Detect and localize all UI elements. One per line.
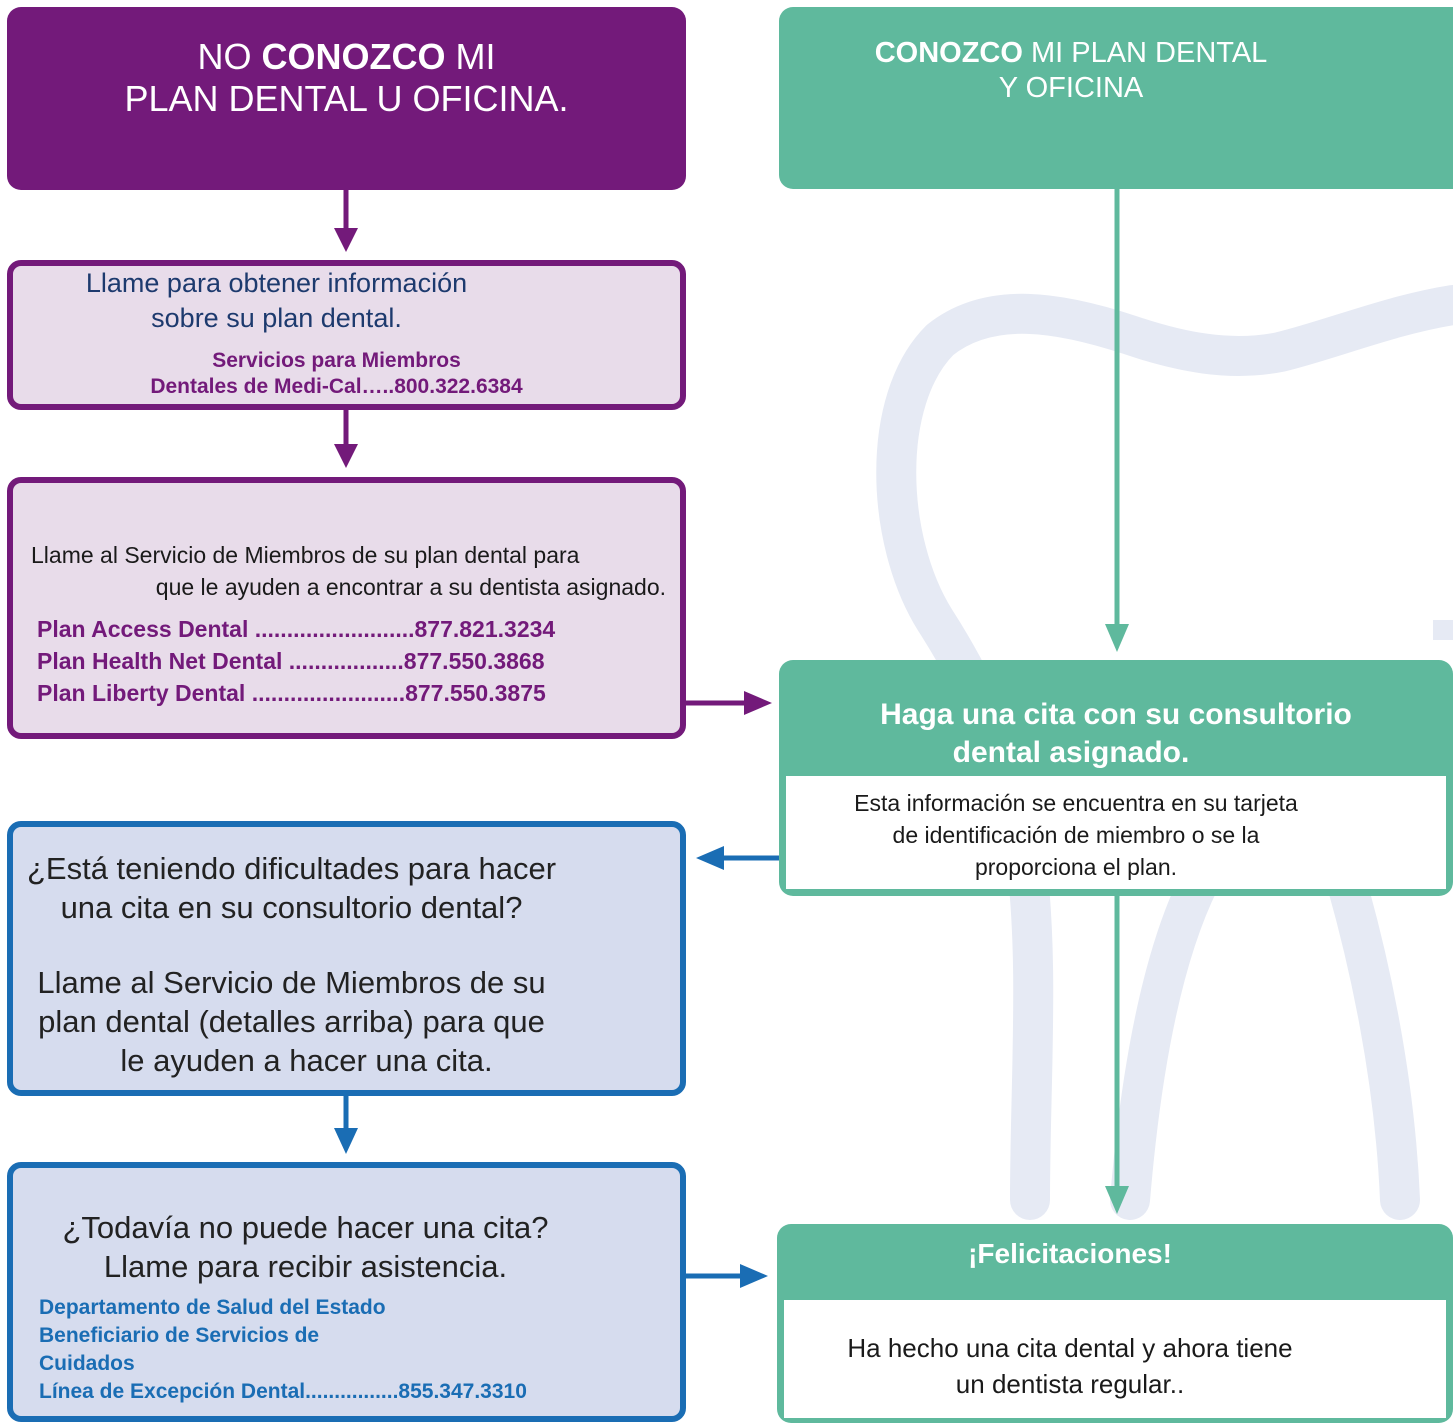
still-no-appointment-box: ¿Todavía no puede hacer una cita? Llame … xyxy=(7,1162,686,1422)
unknown-plan-header-line2: PLAN DENTAL U OFICINA. xyxy=(124,78,569,119)
congratulations-title: ¡Felicitaciones! xyxy=(968,1238,1172,1269)
dept-line3: Cuidados xyxy=(39,1352,135,1375)
congratulations-box: ¡Felicitaciones! Ha hecho una cita denta… xyxy=(777,1224,1453,1423)
plan-health-net-phone[interactable]: Plan Health Net Dental .................… xyxy=(37,648,545,674)
still-line2: Llame para recibir asistencia. xyxy=(103,1249,508,1284)
plan-access-dental-phone[interactable]: Plan Access Dental .....................… xyxy=(37,616,556,642)
unknown-plan-header-line1: NO CONOZCO MI xyxy=(197,36,496,77)
member-services-line2: que le ayuden a encontrar a su dentista … xyxy=(155,574,666,600)
known-plan-header-line2: Y OFICINA xyxy=(998,72,1144,104)
appointment-info-panel: Esta información se encuentra en su tarj… xyxy=(786,776,1446,889)
plan-liberty-dental-phone[interactable]: Plan Liberty Dental ....................… xyxy=(37,680,546,706)
make-appointment-box: Haga una cita con su consultorio dental … xyxy=(779,660,1453,896)
member-services-box: Llame al Servicio de Miembros de su plan… xyxy=(7,477,686,739)
medi-cal-service-phone[interactable]: Dentales de Medi-Cal…..800.322.6384 xyxy=(150,375,523,398)
appointment-difficulty-box: ¿Está teniendo dificultades para hacer u… xyxy=(7,821,686,1096)
difficulty-line4: plan dental (detalles arriba) para que xyxy=(38,1004,545,1039)
member-services-line1: Llame al Servicio de Miembros de su plan… xyxy=(31,542,580,568)
dept-line1: Departamento de Salud del Estado xyxy=(39,1296,386,1319)
medi-cal-service-line1: Servicios para Miembros xyxy=(212,349,461,372)
appointment-title: Haga una cita con su consultorio dental … xyxy=(880,698,1352,769)
difficulty-line3: Llame al Servicio de Miembros de su xyxy=(37,965,546,1000)
difficulty-line5: le ayuden a hacer una cita. xyxy=(120,1043,493,1078)
dental-exception-line-phone[interactable]: Línea de Excepción Dental...............… xyxy=(39,1380,527,1403)
still-line1: ¿Todavía no puede hacer una cita? xyxy=(62,1210,549,1245)
call-info-line2: sobre su plan dental. xyxy=(151,303,402,333)
known-plan-header-line1: CONOZCO MI PLAN DENTAL xyxy=(874,37,1268,69)
call-plan-info-box: Llame para obtener información sobre su … xyxy=(7,260,686,410)
dept-line2: Beneficiario de Servicios de xyxy=(39,1324,320,1347)
difficulty-line2: una cita en su consultorio dental? xyxy=(60,890,523,925)
difficulty-line1: ¿Está teniendo dificultades para hacer xyxy=(26,851,557,886)
call-info-line1: Llame para obtener información xyxy=(85,268,468,298)
known-plan-header: CONOZCO MI PLAN DENTAL Y OFICINA xyxy=(779,7,1453,189)
unknown-plan-header: NO CONOZCO MI PLAN DENTAL U OFICINA. xyxy=(7,7,686,190)
congratulations-panel: Ha hecho una cita dental y ahora tiene u… xyxy=(784,1300,1446,1418)
